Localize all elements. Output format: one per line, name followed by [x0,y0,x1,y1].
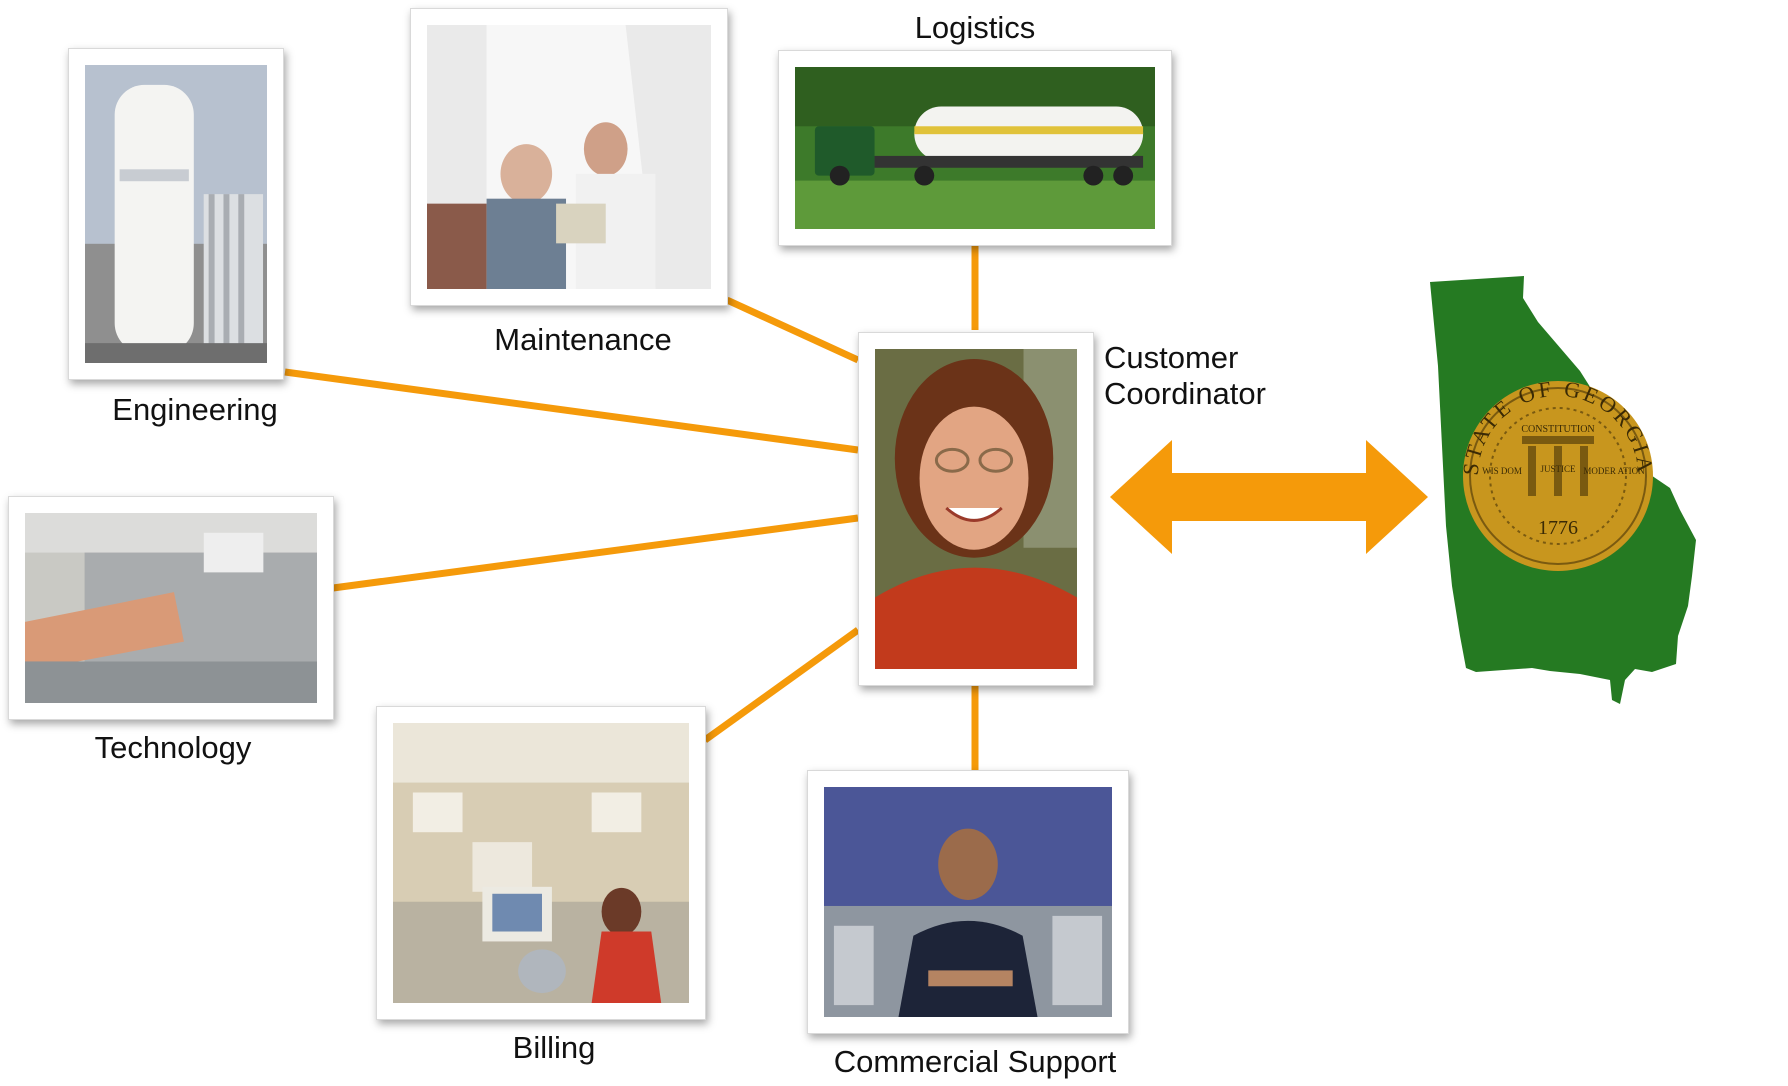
maintenance-photo-card [410,8,728,306]
logistics-photo-card [778,50,1172,246]
seal-wisdom-text: WIS DOM [1482,466,1522,476]
technology-photo [25,513,317,703]
maintenance-photo [427,25,711,289]
engineering-photo [85,65,267,363]
connector-technology [332,514,859,592]
seal-year-text: 1776 [1538,517,1578,539]
customer-coordinator-photo-card [858,332,1094,686]
double-headed-arrow-icon [1110,440,1428,554]
technology-label: Technology [94,730,252,765]
commercial-support-photo [824,787,1112,1017]
engineering-label: Engineering [112,392,278,427]
technology-photo-card [8,496,334,720]
logistics-label: Logistics [914,10,1036,45]
connector-engineering [284,368,859,454]
billing-photo [393,723,689,1003]
georgia-map-icon: STATE OF GEORGIA CONSTITUTION JUSTICE WI… [1430,276,1696,704]
billing-label: Billing [512,1030,596,1065]
customer-coordinator-photo [875,349,1077,669]
connector-billing [702,627,861,743]
logistics-photo [795,67,1155,229]
customer-coordinator-label: Customer Coordinator [1104,340,1266,411]
connector-maintenance [725,296,860,364]
commercial-support-label: Commercial Support [833,1044,1117,1079]
seal-moderation-text: MODER ATION [1583,466,1645,476]
seal-justice-text: JUSTICE [1540,464,1576,474]
commercial-support-photo-card [807,770,1129,1034]
seal-constitution-text: CONSTITUTION [1521,424,1594,435]
billing-photo-card [376,706,706,1020]
maintenance-label: Maintenance [494,322,672,357]
engineering-photo-card [68,48,284,380]
